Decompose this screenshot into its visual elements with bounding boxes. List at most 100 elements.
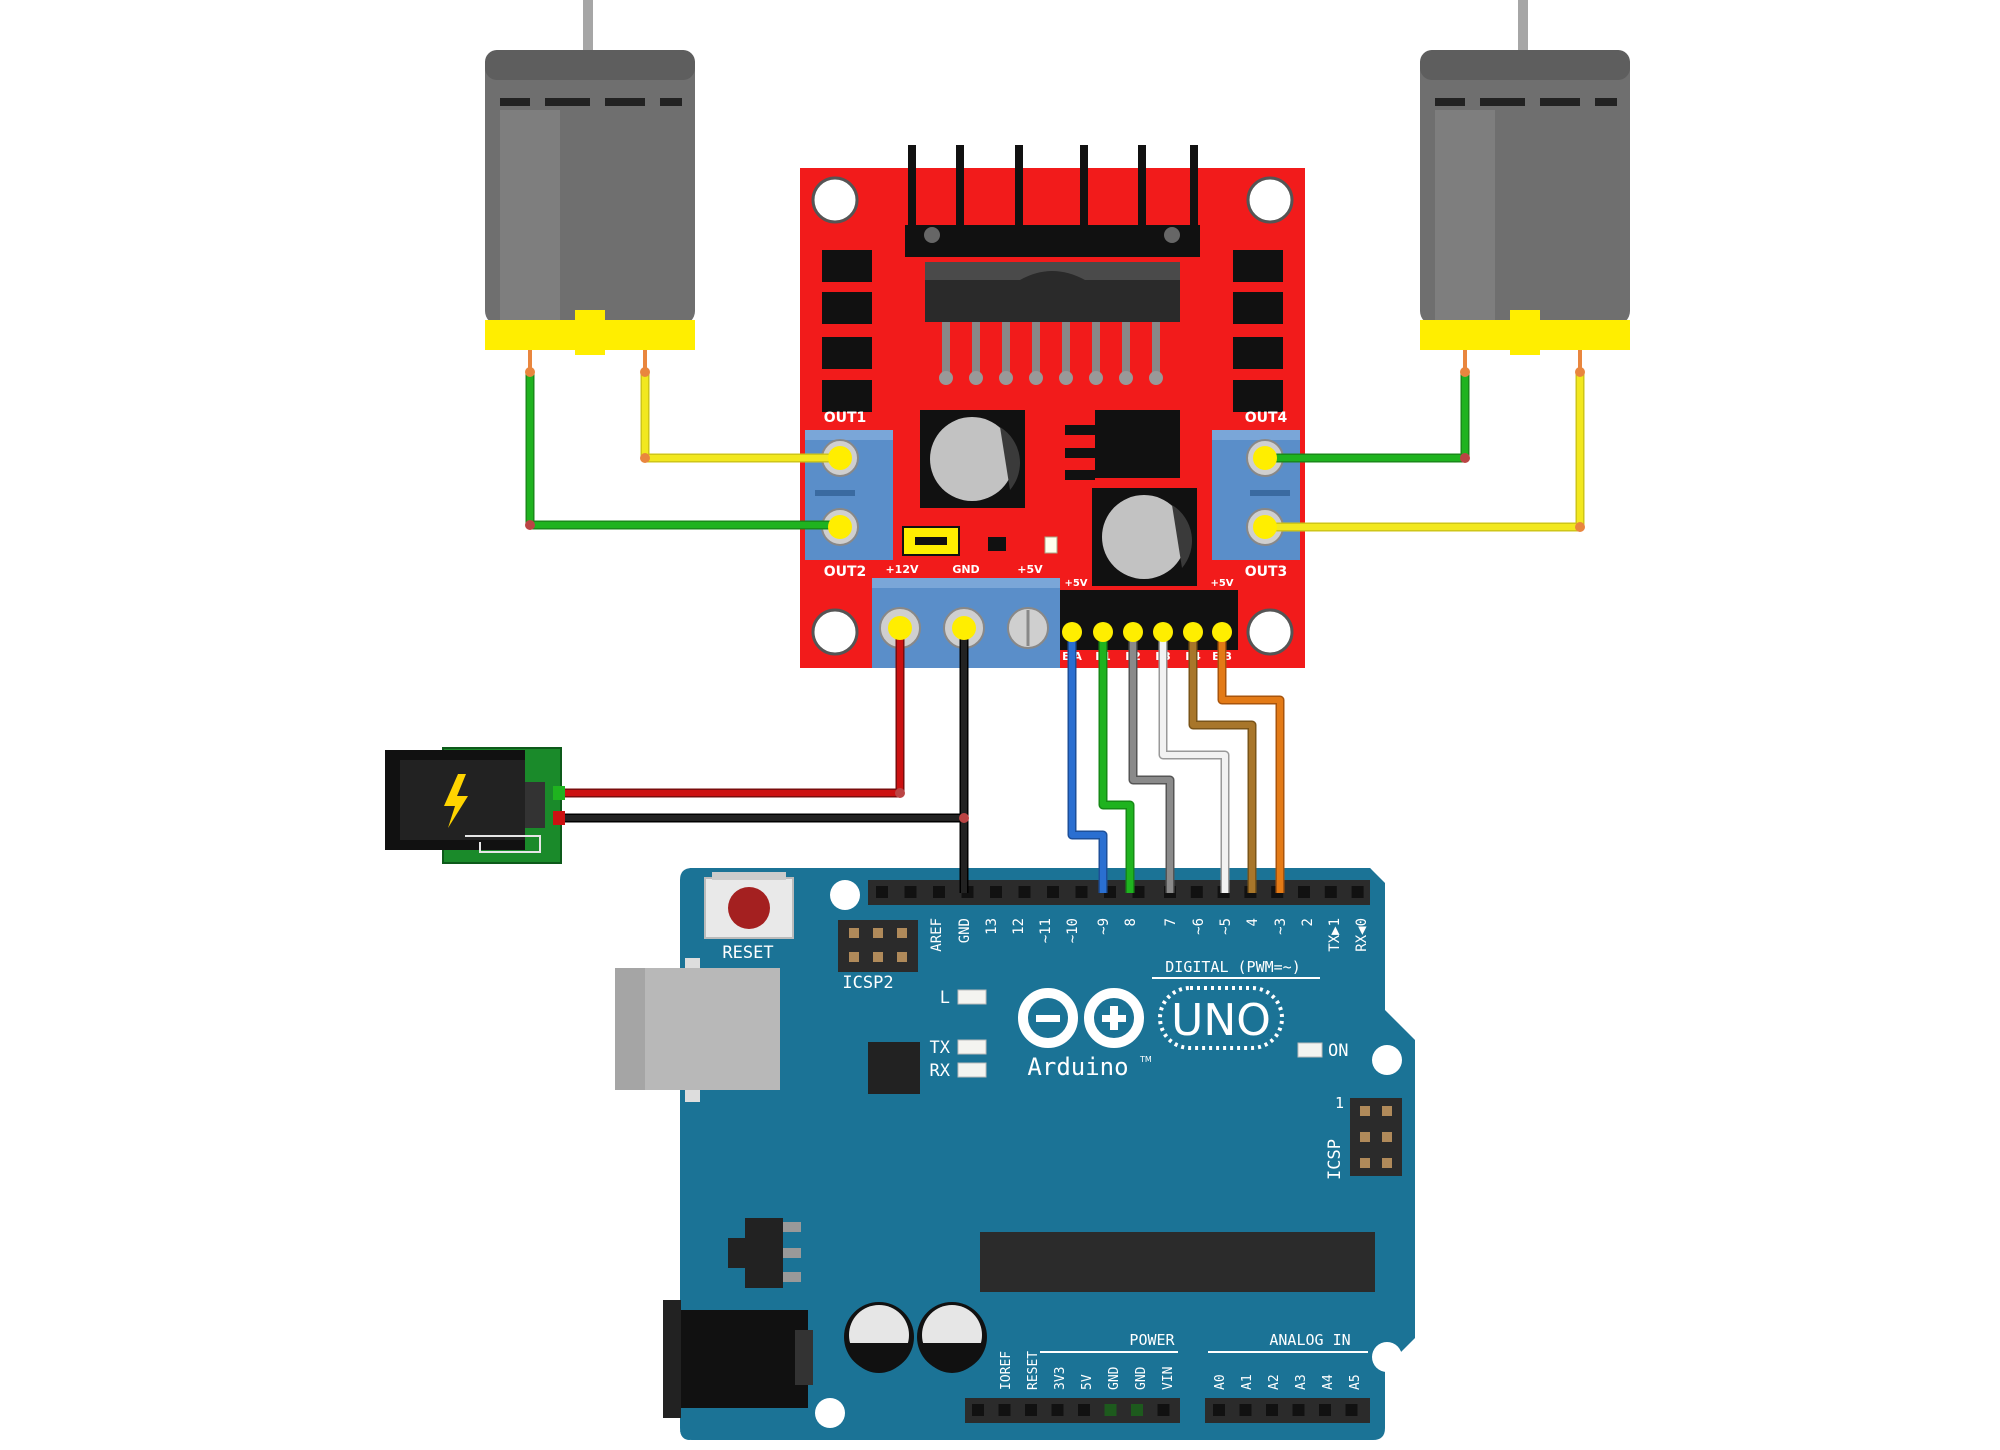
label-out4: OUT4 [1245, 410, 1288, 426]
digital-pin-label: 13 [984, 918, 1000, 935]
header-pin-socket [1319, 1404, 1331, 1416]
mounting-hole [811, 608, 859, 656]
digital-pin-label: ~5 [1218, 918, 1234, 935]
voltage-regulator [1065, 410, 1180, 480]
motor-right [1420, 0, 1630, 372]
header-pin-socket [1324, 886, 1337, 898]
digital-header-right [1153, 880, 1370, 905]
power-label: POWER [1129, 1331, 1175, 1349]
analog-pin-label: A2 [1267, 1374, 1282, 1390]
l298-chip [925, 262, 1180, 385]
wire-motor-right-yellow [1265, 372, 1583, 530]
led-tx [957, 1039, 987, 1055]
capacitor [844, 1302, 914, 1373]
analog-pin-label: A5 [1348, 1374, 1363, 1390]
led-tx-label: TX [930, 1038, 951, 1058]
header-pin-socket [1047, 886, 1059, 898]
power-pin-label: 3V3 [1053, 1367, 1068, 1390]
digital-pin-label: 12 [1011, 918, 1027, 935]
wire-connection-points [525, 367, 1585, 825]
wire-in1-green [1100, 632, 1133, 893]
power-pin-label: VIN [1161, 1367, 1176, 1390]
led-on [1297, 1042, 1323, 1058]
digital-pin-label: 2 [1300, 918, 1316, 926]
wire-in3-white [1160, 632, 1228, 893]
label-out1: OUT1 [824, 410, 867, 426]
wire-enb-orange [1219, 632, 1283, 893]
capacitor [917, 1302, 987, 1373]
header-pin-socket [1131, 1404, 1143, 1416]
mounting-hole [1246, 608, 1294, 656]
header-pin-socket [1239, 1404, 1252, 1416]
wire-in2-gray [1130, 632, 1173, 893]
digital-pin-label: ~6 [1191, 918, 1207, 935]
capacitor [920, 410, 1025, 508]
mounting-hole [830, 880, 860, 910]
l298n-driver-board: OUT1 OUT2 OUT3 OUT4 +12V GND +5V +5V +5V… [800, 145, 1305, 668]
reset-button[interactable] [704, 872, 794, 939]
led-rx [957, 1062, 987, 1078]
uno-label: UNO [1171, 995, 1271, 1046]
usb-interface-chip [868, 1042, 920, 1094]
led-on-label: ON [1328, 1041, 1348, 1061]
arduino-voltage-regulator [728, 1218, 801, 1288]
header-pin-socket [1132, 886, 1145, 898]
wire-motor-left-green-outline [525, 372, 840, 530]
label-out3: OUT3 [1245, 564, 1288, 580]
label-5v: +5V [1017, 563, 1043, 576]
header-pin-socket [1025, 1404, 1037, 1416]
icsp-pin1-label: 1 [1335, 1094, 1344, 1112]
digital-label: DIGITAL (PWM=~) [1165, 958, 1300, 976]
digital-pin-label: AREF [929, 918, 945, 952]
digital-pin-label: 4 [1245, 918, 1261, 926]
header-pin-socket [1345, 1404, 1358, 1416]
heatsink [905, 145, 1200, 257]
wire-motor-left-green [527, 372, 840, 528]
header-pin-socket [998, 1404, 1011, 1416]
label-12v: +12V [885, 563, 919, 576]
header-pin-socket [1298, 886, 1310, 898]
flyback-diodes-left [822, 250, 872, 412]
header-pin-socket [1051, 1404, 1064, 1416]
motor-shaft [583, 0, 593, 50]
lightning-bolt-icon [444, 774, 468, 828]
power-pin-label: RESET [1026, 1351, 1041, 1390]
arduino-dc-barrel-jack[interactable] [663, 1300, 813, 1418]
digital-pin-label: TX▶1 [1327, 918, 1343, 952]
analog-header [1205, 1398, 1370, 1423]
icsp-label: ICSP [1325, 1139, 1345, 1180]
arduino-brand-label: Arduino [1027, 1053, 1128, 1081]
mounting-hole [811, 176, 859, 224]
header-pin-socket [1104, 1404, 1117, 1416]
motor-left [485, 0, 695, 372]
header-pin-socket [1351, 886, 1364, 898]
yellow-contact-dots [828, 446, 1277, 642]
power-header [965, 1398, 1180, 1423]
led-l-label: L [940, 988, 950, 1008]
dc-power-jack [385, 747, 562, 864]
usb-b-port[interactable] [615, 958, 780, 1102]
analog-pin-label: A1 [1240, 1374, 1255, 1390]
header-pin-socket [1213, 1404, 1225, 1416]
terminal-block-out3-out4 [1212, 430, 1300, 560]
5v-enable-jumper[interactable] [902, 526, 960, 556]
enb-jumper-header [1209, 590, 1235, 618]
power-pin-label: 5V [1080, 1374, 1095, 1390]
icsp2-label: ICSP2 [842, 973, 893, 993]
motor-shaft [1518, 0, 1528, 50]
header-pin-socket [972, 1404, 984, 1416]
header-pin-socket [1190, 886, 1203, 898]
digital-pin-label: 7 [1163, 918, 1179, 926]
mounting-hole [1372, 1045, 1402, 1075]
header-pin-socket [990, 886, 1002, 898]
flyback-diodes-right [1233, 250, 1283, 412]
wire-in4-brown [1190, 632, 1255, 893]
header-pin-socket [1078, 1404, 1090, 1416]
power-pin-label: GND [1134, 1366, 1149, 1390]
digital-pin-label: ~9 [1096, 918, 1112, 935]
trademark-label: TM [1139, 1055, 1152, 1064]
analog-pin-label: A3 [1294, 1374, 1309, 1390]
icsp2-header [838, 920, 918, 972]
header-pin-socket [904, 886, 917, 898]
led-l [957, 989, 987, 1005]
